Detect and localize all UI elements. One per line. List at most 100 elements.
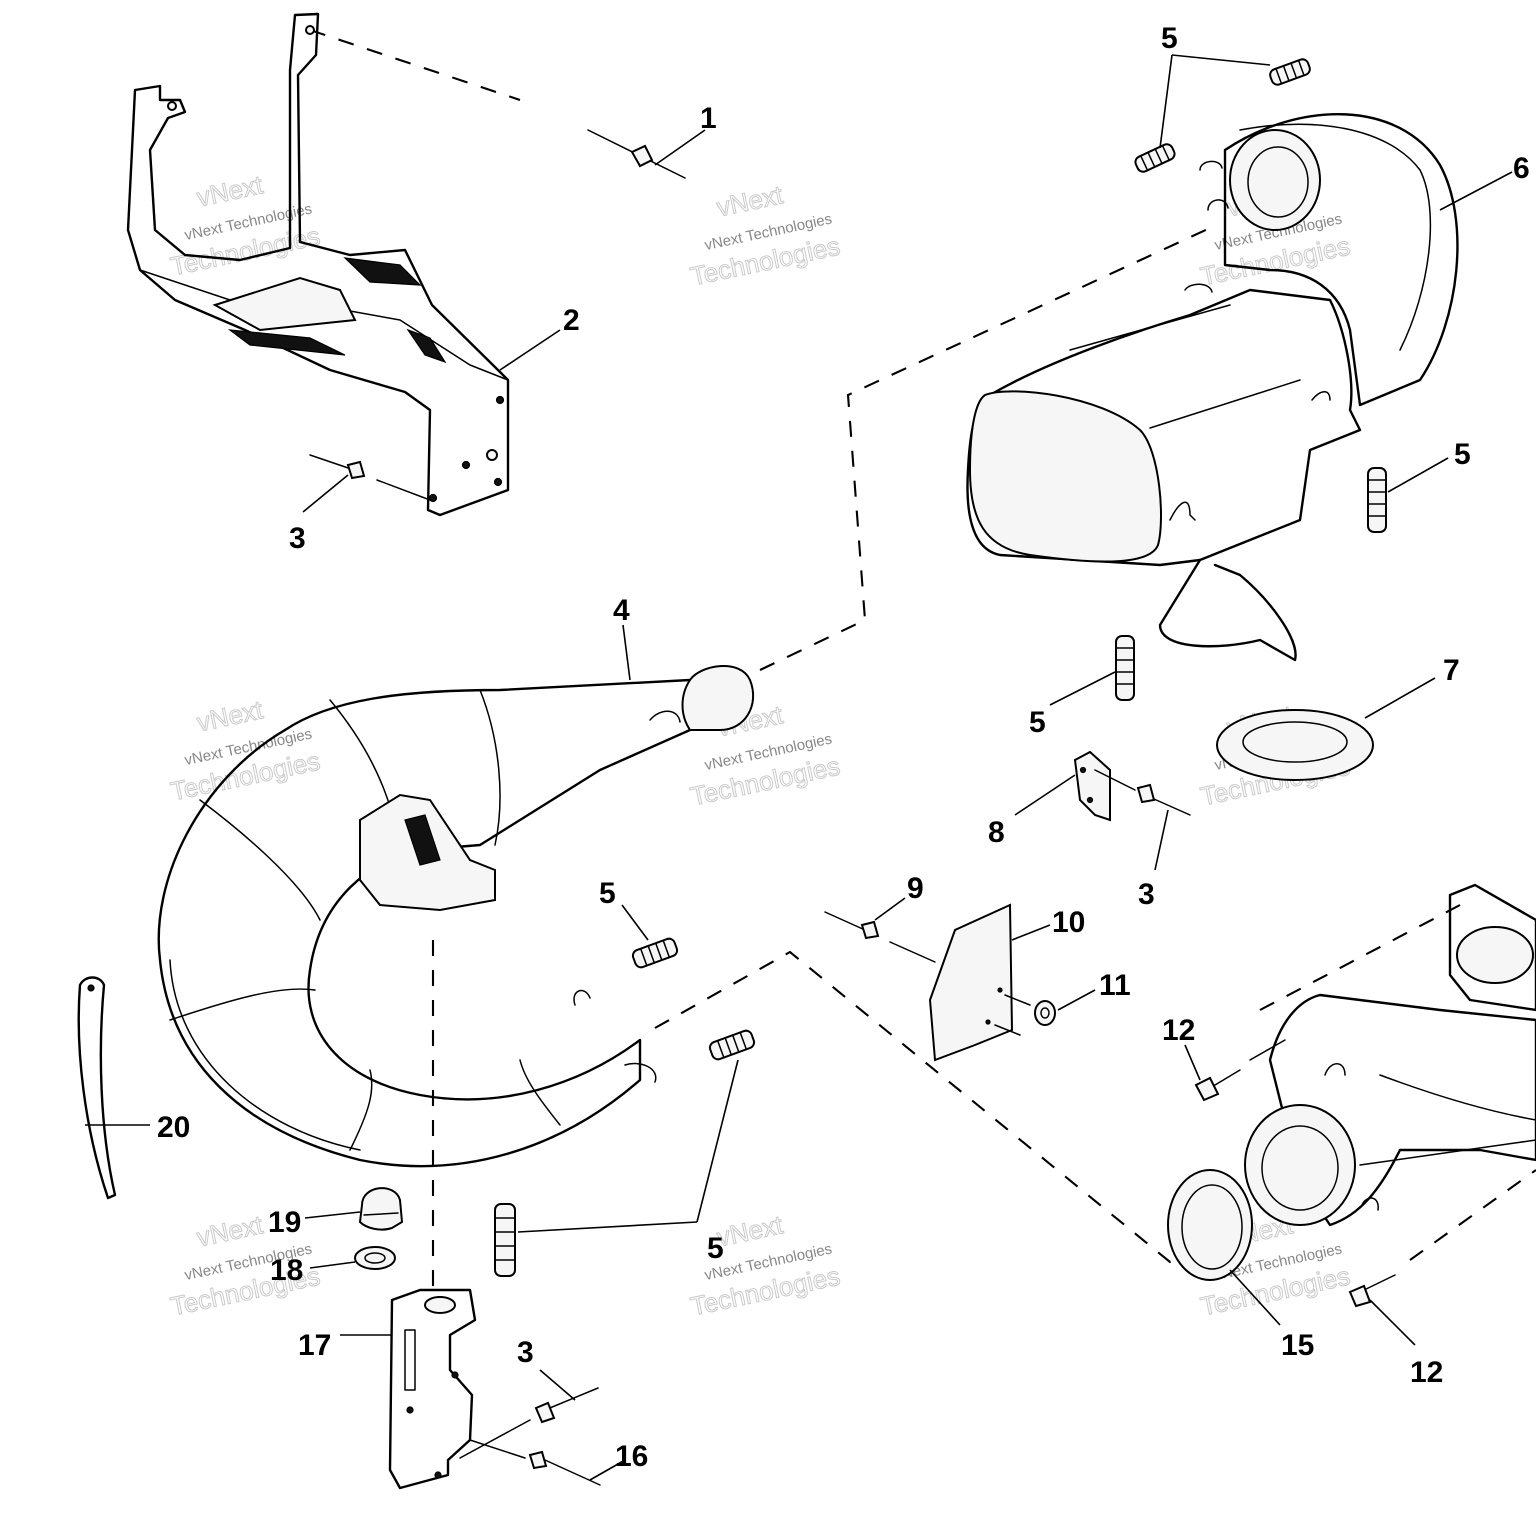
- watermark-line-1: vNext: [194, 169, 266, 212]
- pipe-mount-slot: [404, 814, 441, 866]
- callout-6: 6: [1513, 152, 1530, 185]
- spring-under-muffler: [1115, 635, 1135, 701]
- manifold-seam: [1359, 1139, 1536, 1166]
- muffler-outlet: [1158, 558, 1297, 662]
- dash-bracket-to-bolt: [309, 29, 521, 101]
- spring-coils: [1139, 144, 1171, 172]
- lower-bracket: [388, 1288, 477, 1490]
- leader-8: [1014, 774, 1076, 816]
- strap-outline: [77, 976, 117, 1200]
- bolt-1: [587, 129, 686, 179]
- pipe-seam-3: [199, 799, 321, 921]
- leader-12-lower: [1369, 1299, 1416, 1346]
- muffler-hook-2: [1311, 391, 1331, 401]
- leader-5-lower-b: [517, 1221, 698, 1233]
- callout-1: 1: [700, 102, 717, 135]
- leader-3-lower: [539, 1369, 576, 1401]
- pipe-seam-5: [349, 1069, 373, 1151]
- plate-hole-2: [985, 1019, 991, 1025]
- spring-body: [494, 1203, 516, 1277]
- manifold-outlet-inner: [1261, 1125, 1339, 1211]
- watermark-top-center: vNext vNext Technologies Technologies: [687, 179, 843, 292]
- pipe-hook-3: [624, 1062, 657, 1083]
- manifold-flange-port: [1456, 926, 1534, 984]
- callout-12-lower: 12: [1410, 1356, 1443, 1389]
- spring-lower-center: [708, 1029, 756, 1061]
- watermark-line-1: vNext: [714, 1209, 786, 1252]
- leader-12-upper: [1184, 1044, 1201, 1081]
- plate-hole-1: [997, 987, 1003, 993]
- bolt-head: [1194, 1076, 1220, 1102]
- muffler-dome-seam: [1239, 123, 1432, 351]
- watermark-line-1: vNext: [194, 694, 266, 737]
- spring-center: [631, 937, 679, 969]
- dash-manifold-gasket: [1259, 904, 1461, 1011]
- callout-18: 18: [270, 1254, 303, 1287]
- washer-outer: [354, 1246, 396, 1270]
- muffler: [966, 112, 1459, 662]
- muffler-hook-3: [1199, 160, 1223, 171]
- bracket-cutout-slot-3: [406, 328, 447, 364]
- washer-inner: [1040, 1007, 1050, 1019]
- callout-19: 19: [268, 1206, 301, 1239]
- bolt-head: [1136, 783, 1156, 804]
- manifold-flange: [1448, 883, 1536, 1012]
- callout-11: 11: [1099, 969, 1131, 1002]
- bolt-shaft: [544, 1459, 601, 1486]
- pipe-seam-1: [479, 689, 501, 846]
- clip-8: [1073, 750, 1111, 822]
- bolt-16: [469, 1439, 601, 1486]
- screw-shaft: [824, 911, 866, 931]
- clip-body: [1073, 750, 1111, 822]
- spring-body: [1115, 635, 1135, 701]
- leader-18: [309, 1261, 356, 1269]
- callout-7: 7: [1443, 654, 1460, 687]
- callout-5-right: 5: [1454, 438, 1471, 471]
- spring-body: [1269, 58, 1311, 86]
- bracket-hole-4: [461, 460, 471, 470]
- muffler-body: [966, 288, 1362, 567]
- bracket-hole-6: [428, 493, 438, 503]
- manifold-outlet: [1244, 1104, 1356, 1226]
- leader-6: [1439, 171, 1513, 211]
- leader-1: [654, 129, 706, 166]
- bolt-shaft: [1209, 1069, 1241, 1089]
- ring-outer: [1167, 1169, 1253, 1281]
- watermark-layer: vNext vNext Technologies Technologies vN…: [167, 169, 1353, 1322]
- spring-coils: [716, 1031, 748, 1059]
- lower-bracket-slot: [404, 1329, 416, 1391]
- spring-coils: [1367, 479, 1387, 517]
- bolt-head: [1348, 1284, 1372, 1308]
- bolt-guide: [1094, 769, 1136, 791]
- screw-9: [824, 911, 936, 963]
- bolt-head: [528, 1450, 548, 1470]
- lower-bracket-outline: [388, 1288, 477, 1490]
- lower-bracket-hole-2: [451, 1371, 459, 1379]
- washer-18: [354, 1246, 396, 1270]
- pipe-end-cap: [681, 665, 755, 731]
- callout-16: 16: [615, 1440, 648, 1473]
- callout-labels: 1 2 3 4 5 6 5 5 7 8 3 9 10 11 5 5 12 12 …: [157, 22, 1530, 1473]
- washer-outer: [1034, 1000, 1056, 1026]
- callout-5-lower: 5: [707, 1232, 724, 1265]
- leader-5-center: [621, 904, 649, 941]
- manifold-hook-2: [1361, 1197, 1379, 1211]
- bracket-hole-5: [493, 477, 503, 487]
- leader-9: [874, 897, 906, 921]
- callout-3-lower: 3: [517, 1336, 534, 1369]
- leader-15: [1229, 1269, 1281, 1326]
- ring-gasket-15: [1167, 1169, 1253, 1281]
- lower-bracket-hole-4: [434, 1471, 442, 1479]
- spring-body: [1134, 143, 1176, 173]
- bolt-guide: [469, 1439, 526, 1459]
- leader-16: [589, 1459, 626, 1481]
- muffler-seam-1: [1069, 304, 1231, 351]
- bracket-hole-3: [495, 395, 505, 405]
- bolt-guide: [376, 479, 431, 501]
- leader-11: [1057, 989, 1096, 1011]
- callout-17: 17: [298, 1329, 331, 1362]
- spring-body: [708, 1029, 756, 1061]
- muffler-inlet: [1229, 129, 1321, 231]
- pipe-hook-2: [573, 989, 591, 1006]
